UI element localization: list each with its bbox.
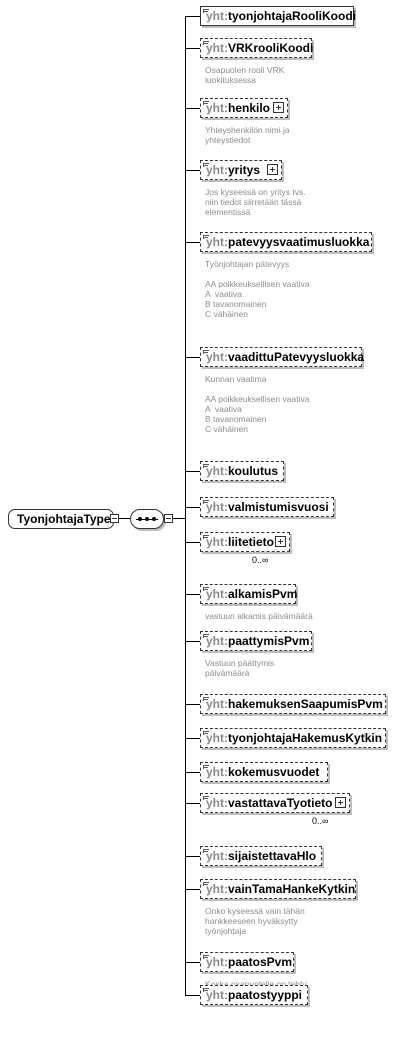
element-henkilo[interactable]: yht:henkilo — [200, 98, 288, 118]
element-name: paatosPvm — [228, 955, 293, 969]
element-name: vainTamaHankeKytkin — [228, 882, 356, 896]
namespace-prefix: yht: — [206, 464, 228, 478]
element-sijaistettavaHlo[interactable]: yht:sijaistettavaHlo — [200, 846, 322, 866]
element-liitetieto[interactable]: yht:liitetieto — [200, 532, 290, 552]
element-name: yritys — [228, 163, 261, 177]
element-documentation: Jos kyseessä on yritys tvs. niin tiedot … — [205, 187, 306, 217]
element-documentation: Työnjohtajan pätevyys AA poikkeuksellise… — [205, 259, 310, 319]
element-name: liitetieto — [228, 535, 275, 549]
namespace-prefix: yht: — [206, 101, 228, 115]
element-name: patevyysvaatimusluokka — [228, 235, 370, 249]
expand-plus-icon[interactable] — [275, 536, 286, 547]
element-documentation: Kunnan vaatima AA poikkeuksellisen vaati… — [205, 374, 310, 434]
element-marker-icon — [203, 955, 209, 959]
expand-plus-icon[interactable] — [335, 797, 346, 808]
element-name: alkamisPvm — [228, 587, 298, 601]
element-name: hakemuksenSaapumisPvm — [228, 697, 383, 711]
element-vaadittuPatevyysluokka[interactable]: yht:vaadittuPatevyysluokka — [200, 347, 365, 367]
element-patevyysvaatimusluokka[interactable]: yht:patevyysvaatimusluokka — [200, 232, 372, 252]
element-name: paattymisPvm — [228, 634, 310, 648]
element-kokemusvuodet[interactable]: yht:kokemusvuodet — [200, 762, 328, 782]
element-marker-icon — [203, 101, 209, 105]
element-documentation: vastuun alkamis päivämäärä — [205, 611, 313, 621]
element-hakemuksenSaapumisPvm[interactable]: yht:hakemuksenSaapumisPvm — [200, 694, 386, 714]
element-marker-icon — [203, 163, 209, 167]
element-marker-icon — [203, 235, 209, 239]
sequence-collapse-button[interactable] — [164, 514, 173, 523]
element-name: VRKrooliKoodi — [228, 41, 314, 55]
element-documentation: Vastuun päättymis päivämäärä — [205, 658, 275, 678]
element-marker-icon — [203, 9, 209, 13]
element-name: kokemusvuodet — [228, 765, 320, 779]
element-name: valmistumisvuosi — [228, 500, 329, 514]
element-paatostyyppi[interactable]: yht:paatostyyppi — [200, 985, 308, 1005]
element-documentation: Onko kyseessä vain tähän hankkeeseen hyv… — [205, 906, 305, 936]
element-paatosPvm[interactable]: yht:paatosPvm — [200, 952, 294, 972]
element-name: vaadittuPatevyysluokka — [228, 350, 365, 364]
element-VRKrooliKoodi[interactable]: yht:VRKrooliKoodi — [200, 38, 314, 58]
element-paattymisPvm[interactable]: yht:paattymisPvm — [200, 631, 312, 651]
namespace-prefix: yht: — [206, 697, 228, 711]
element-name: vastattavaTyotieto — [228, 796, 333, 810]
namespace-prefix: yht: — [206, 163, 228, 177]
namespace-prefix: yht: — [206, 500, 228, 514]
occurrence-label: 0..∞ — [312, 816, 329, 826]
element-marker-icon — [203, 535, 209, 539]
namespace-prefix: yht: — [206, 41, 228, 55]
namespace-prefix: yht: — [206, 988, 228, 1002]
element-marker-icon — [203, 500, 209, 504]
element-alkamisPvm[interactable]: yht:alkamisPvm — [200, 584, 298, 604]
element-marker-icon — [203, 765, 209, 769]
element-vainTamaHankeKytkin[interactable]: yht:vainTamaHankeKytkin — [200, 879, 356, 899]
element-tyonjohtajaHakemusKytkin[interactable]: yht:tyonjohtajaHakemusKytkin — [200, 728, 386, 748]
namespace-prefix: yht: — [206, 587, 228, 601]
element-documentation: Osapuolen rooli VRK luokituksessa — [205, 65, 285, 85]
namespace-prefix: yht: — [206, 849, 228, 863]
element-yritys[interactable]: yht:yritys — [200, 160, 282, 180]
element-marker-icon — [203, 634, 209, 638]
element-marker-icon — [203, 731, 209, 735]
element-name: koulutus — [228, 464, 278, 478]
element-marker-icon — [203, 587, 209, 591]
element-marker-icon — [203, 41, 209, 45]
sequence-compositor-icon — [130, 509, 164, 529]
root-type-box[interactable]: TyonjohtajaType — [8, 509, 114, 529]
expand-plus-icon[interactable] — [267, 164, 278, 175]
namespace-prefix: yht: — [206, 235, 228, 249]
namespace-prefix: yht: — [206, 731, 228, 745]
namespace-prefix: yht: — [206, 9, 228, 23]
root-collapse-button[interactable] — [110, 514, 119, 523]
element-name: henkilo — [228, 101, 271, 115]
namespace-prefix: yht: — [206, 882, 228, 896]
element-valmistumisvuosi[interactable]: yht:valmistumisvuosi — [200, 497, 334, 517]
element-vastattavaTyotieto[interactable]: yht:vastattavaTyotieto — [200, 793, 350, 813]
namespace-prefix: yht: — [206, 955, 228, 969]
element-marker-icon — [203, 697, 209, 701]
element-marker-icon — [203, 796, 209, 800]
namespace-prefix: yht: — [206, 634, 228, 648]
element-documentation: Yhteyshenkilön nimi ja yhteystiedot — [205, 125, 290, 145]
namespace-prefix: yht: — [206, 350, 228, 364]
element-marker-icon — [203, 988, 209, 992]
namespace-prefix: yht: — [206, 796, 228, 810]
namespace-prefix: yht: — [206, 765, 228, 779]
element-name: sijaistettavaHlo — [228, 849, 317, 863]
namespace-prefix: yht: — [206, 535, 228, 549]
element-marker-icon — [203, 350, 209, 354]
expand-plus-icon[interactable] — [273, 102, 284, 113]
element-koulutus[interactable]: yht:koulutus — [200, 461, 284, 481]
element-tyonjohtajaRooliKoodi[interactable]: yht:tyonjohtajaRooliKoodi — [200, 6, 356, 26]
element-name: tyonjohtajaRooliKoodi — [228, 9, 356, 23]
element-marker-icon — [203, 882, 209, 886]
element-marker-icon — [203, 464, 209, 468]
root-type-label: TyonjohtajaType — [17, 512, 111, 526]
element-name: tyonjohtajaHakemusKytkin — [228, 731, 383, 745]
element-name: paatostyyppi — [228, 988, 303, 1002]
occurrence-label: 0..∞ — [252, 555, 269, 565]
element-marker-icon — [203, 849, 209, 853]
